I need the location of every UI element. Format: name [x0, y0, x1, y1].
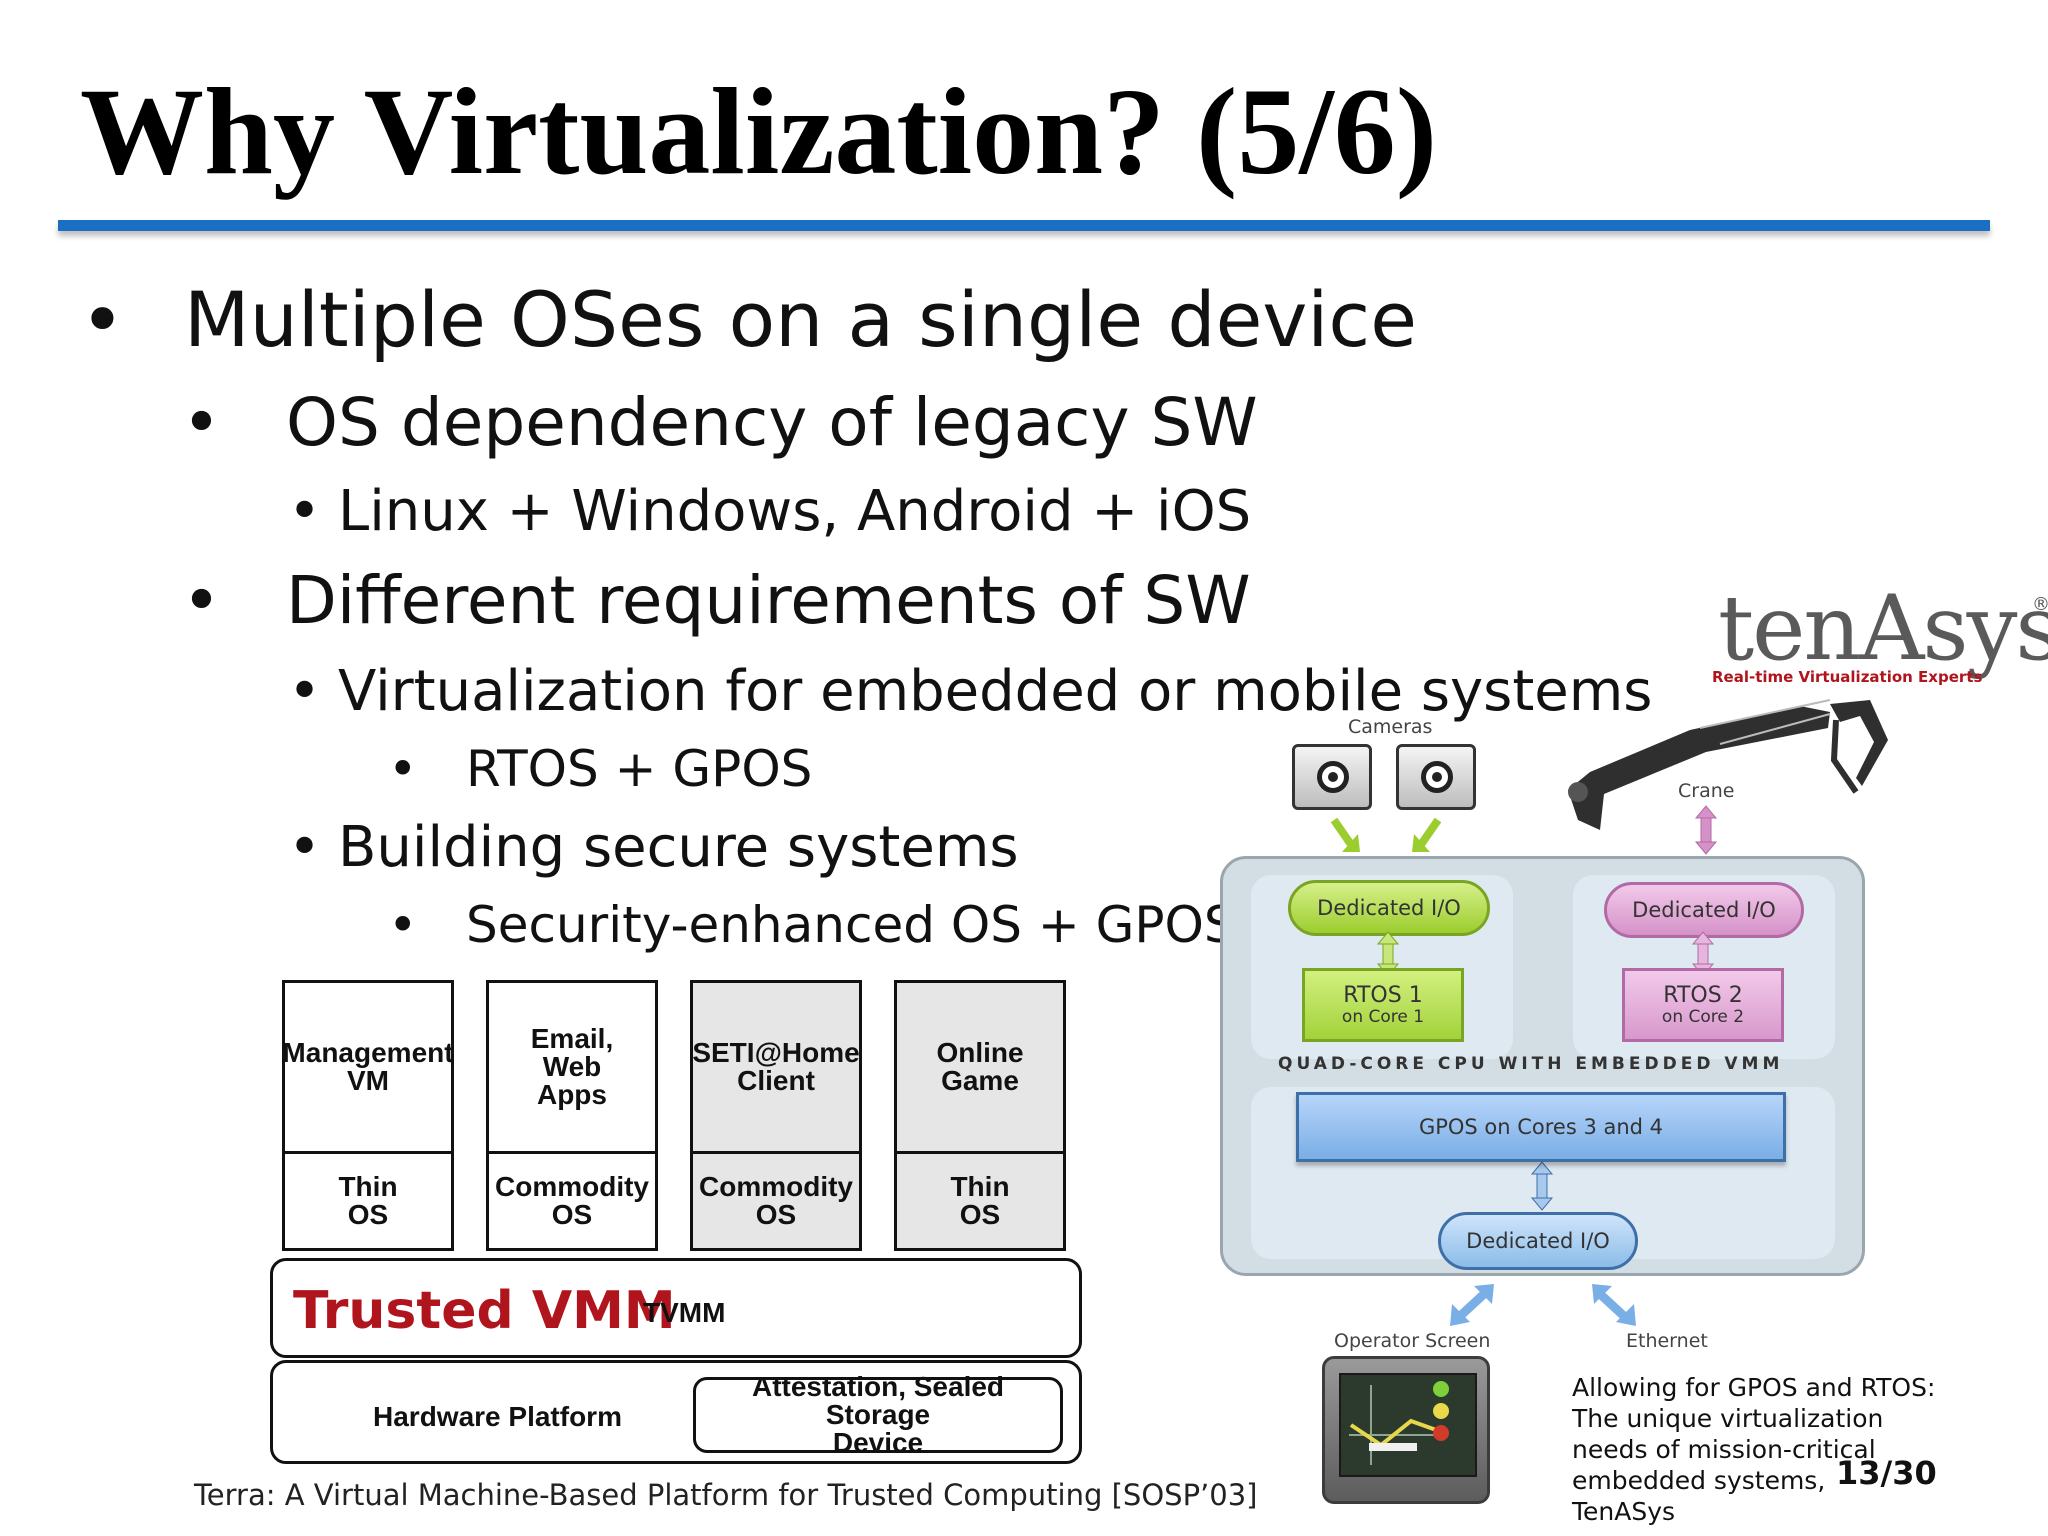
caption-line: Allowing for GPOS and RTOS: [1572, 1373, 1936, 1402]
camera-icon [1396, 744, 1476, 810]
bullet-text: Security-enhanced OS + GPOS [466, 896, 1236, 954]
bullet-marker: • [288, 659, 322, 724]
vm-label-line: SETI@Home [692, 1037, 860, 1068]
gpos-box: GPOS on Cores 3 and 4 [1296, 1092, 1786, 1162]
ethernet-label: Ethernet [1626, 1330, 1708, 1352]
camera-lens [1421, 761, 1453, 793]
caption-line: embedded systems, [1572, 1466, 1826, 1495]
monitor-icon [1322, 1356, 1490, 1504]
hardware-platform-layer: Hardware Platform Attestation, Sealed St… [270, 1360, 1082, 1464]
cameras-label: Cameras [1348, 716, 1433, 738]
os-label-line: Thin [950, 1171, 1010, 1202]
os-label-line: OS [755, 1199, 797, 1230]
vm-label-line: Online [936, 1037, 1024, 1068]
bullet-marker: • [388, 896, 418, 954]
bullet-marker: • [80, 275, 125, 364]
bullet-marker: • [182, 562, 221, 639]
tenasys-tagline: Real-time Virtualization Experts [1712, 668, 1983, 686]
os-label-line: Commodity [495, 1171, 649, 1202]
vm-label-line: Client [737, 1065, 815, 1096]
rtos2-name: RTOS 2 [1663, 982, 1743, 1008]
vm-label-line: Web [542, 1051, 602, 1082]
attestation-line: Attestation, Sealed Storage [751, 1371, 1005, 1430]
dedicated-io-right: Dedicated I/O [1604, 882, 1804, 938]
os-label-line: Commodity [699, 1171, 853, 1202]
bullet-text: Building secure systems [338, 815, 1019, 880]
vm-label-line: Email, [530, 1023, 614, 1054]
bullet-marker: • [182, 384, 221, 461]
tenasys-caption: Allowing for GPOS and RTOS: The unique v… [1572, 1372, 1952, 1527]
vm-label-line: VM [347, 1065, 389, 1096]
rtos1-box: RTOS 1 on Core 1 [1302, 968, 1464, 1042]
camera-lens [1317, 761, 1349, 793]
hardware-platform-label: Hardware Platform [373, 1401, 622, 1432]
screen-bar [1369, 1443, 1417, 1451]
bullet-text: Virtualization for embedded or mobile sy… [338, 659, 1653, 724]
terra-caption: Terra: A Virtual Machine-Based Platform … [194, 1478, 1258, 1512]
attestation-line: Device [832, 1427, 924, 1458]
bullet-marker: • [288, 815, 322, 880]
os-label-line: OS [959, 1199, 1001, 1230]
tvmm-abbr: TVMM [643, 1297, 726, 1328]
diagonal-arrow-icon [1450, 1284, 1494, 1326]
bullet-marker: • [388, 740, 418, 798]
bullet-text: RTOS + GPOS [466, 740, 813, 798]
rtos2-core: on Core 2 [1661, 1006, 1745, 1027]
rtos2-box: RTOS 2 on Core 2 [1622, 968, 1784, 1042]
monitor-screen [1339, 1373, 1477, 1477]
trusted-vmm-label: Trusted VMM [293, 1281, 676, 1341]
crane-label: Crane [1678, 780, 1735, 802]
rtos1-core: on Core 1 [1341, 1006, 1425, 1027]
diagonal-arrow-icon [1592, 1284, 1636, 1326]
registered-mark: ® [2032, 594, 2048, 615]
vm-label-line: Game [941, 1065, 1019, 1096]
double-arrow-icon [1530, 1161, 1554, 1211]
caption-line: needs of mission-critical [1572, 1435, 1876, 1464]
trusted-vmm-layer: Trusted VMM TVMM [270, 1258, 1082, 1358]
title-divider [58, 220, 1990, 231]
dedicated-io-bottom: Dedicated I/O [1438, 1212, 1638, 1270]
vm-label-line: Management [282, 1037, 454, 1068]
crane-icon [1568, 699, 1888, 830]
vm-label-line: Apps [536, 1079, 607, 1110]
tenasys-logo: tenAsys [1718, 576, 2048, 681]
bullet-marker: • [288, 479, 322, 544]
status-light-yellow [1433, 1403, 1449, 1419]
caption-line: TenASys [1572, 1497, 1676, 1526]
page-number: 13/30 [1836, 1454, 1937, 1492]
caption-line: The unique virtualization [1572, 1404, 1884, 1433]
bullet-text: Different requirements of SW [286, 562, 1251, 639]
bullet-text: Multiple OSes on a single device [184, 275, 1417, 364]
rtos1-name: RTOS 1 [1343, 982, 1423, 1008]
bullet-text: Linux + Windows, Android + iOS [338, 479, 1252, 544]
cpu-label: QUAD-CORE CPU WITH EMBEDDED VMM [1278, 1054, 1784, 1074]
status-light-green [1433, 1381, 1449, 1397]
os-label-line: OS [347, 1199, 389, 1230]
double-arrow-icon [1694, 805, 1718, 855]
os-label-line: OS [551, 1199, 593, 1230]
os-label-line: Thin [338, 1171, 398, 1202]
arrow-icon [1330, 817, 1442, 852]
operator-screen-label: Operator Screen [1334, 1330, 1491, 1352]
camera-icon [1292, 744, 1372, 810]
screen-graph [1349, 1385, 1441, 1465]
slide-title: Why Virtualization? (5/6) [80, 63, 1438, 200]
status-light-red [1433, 1425, 1449, 1441]
bullet-text: OS dependency of legacy SW [286, 384, 1258, 461]
